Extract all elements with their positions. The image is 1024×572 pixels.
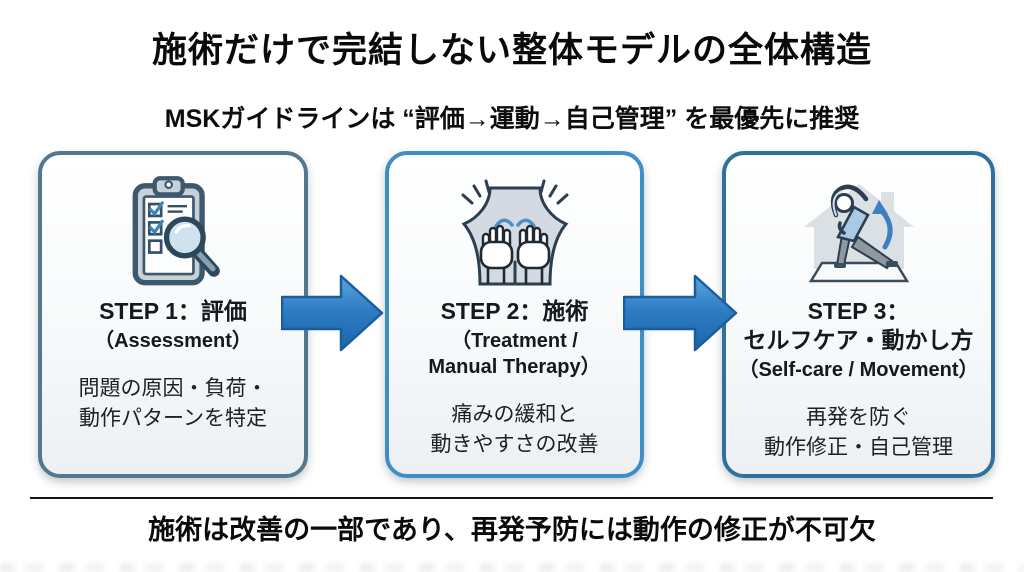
massage-hands-on-back-icon <box>440 171 590 291</box>
clipboard-checklist-magnifier-icon <box>113 171 233 291</box>
step-3-subtitle-en: （Self-care / Movement） <box>738 358 979 381</box>
step-2-description: 痛みの緩和と 動きやすさの改善 <box>430 402 599 457</box>
divider-line <box>30 497 993 499</box>
step-1-description: 問題の原因・負荷・ 動作パターンを特定 <box>78 376 268 431</box>
arrow-step2-to-step3-icon <box>623 274 738 352</box>
page-title: 施術だけで完結しない整体モデルの全体構造 <box>151 31 872 70</box>
cropped-bottom-text-blur <box>0 563 1024 572</box>
step-3-card: STEP 3： セルフケア・動かし方 （Self-care / Movement… <box>722 151 995 478</box>
step-3-description: 再発を防ぐ 動作修正・自己管理 <box>764 405 953 459</box>
page-subtitle: MSKガイドラインは “評価→運動→自己管理” を最優先に推奨 <box>164 105 860 133</box>
step-2-subtitle-en: （Treatment / Manual Therapy） <box>428 329 601 378</box>
step-2-card: STEP 2：施術 （Treatment / Manual Therapy） 痛… <box>385 151 644 478</box>
step-1-subtitle-en: （Assessment） <box>94 329 252 352</box>
arrow-step1-to-step2-icon <box>281 274 384 352</box>
step-2-title: STEP 2：施術 <box>440 298 589 324</box>
step-3-title: STEP 3： セルフケア・動かし方 <box>743 298 974 353</box>
home-self-care-stretch-icon <box>781 171 937 291</box>
footer-note: 施術は改善の一部であり、再発予防には動作の修正が不可欠 <box>148 515 876 545</box>
step-1-title: STEP 1：評価 <box>99 298 247 324</box>
step-1-card: STEP 1：評価 （Assessment） 問題の原因・負荷・ 動作パターンを… <box>38 151 308 478</box>
